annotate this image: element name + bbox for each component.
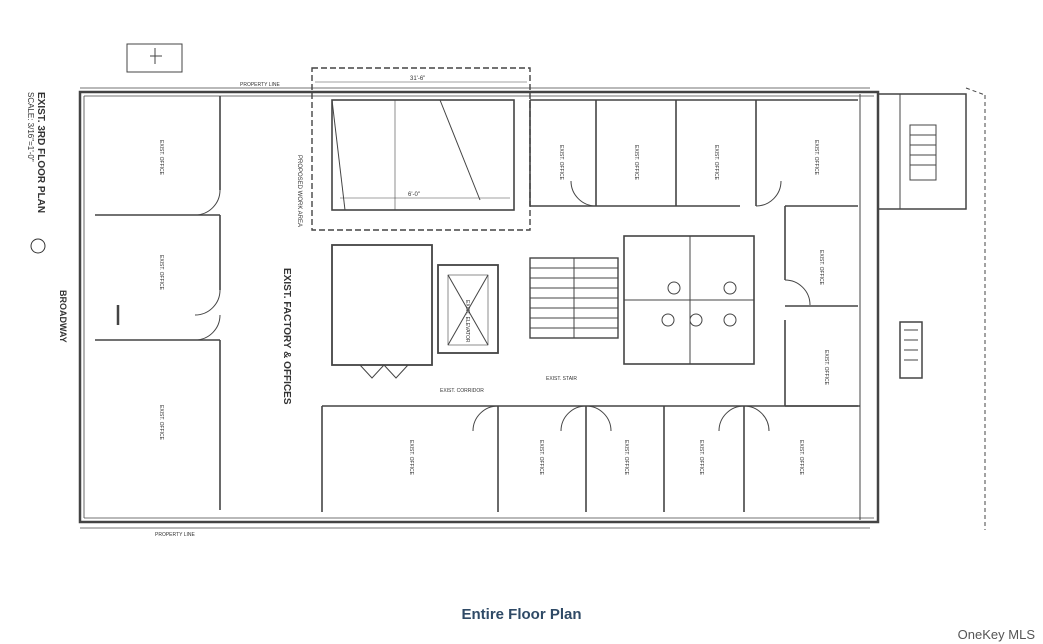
office-label: EXIST. OFFICE xyxy=(558,145,564,181)
office-label: EXIST. OFFICE xyxy=(633,145,639,181)
office-label: EXIST. OFFICE xyxy=(158,140,164,176)
property-line-bottom-label: PROPERTY LINE xyxy=(155,532,195,538)
elevator xyxy=(437,264,499,354)
small-detail-box xyxy=(126,43,183,73)
dimension-top: 31'-6" xyxy=(410,76,425,82)
office-label: EXIST. OFFICE xyxy=(713,145,719,181)
main-area-label: EXIST. FACTORY & OFFICES xyxy=(281,268,292,405)
office-label: EXIST. OFFICE xyxy=(408,440,414,476)
dimension-mid: 6'-0" xyxy=(408,192,420,198)
office-label: EXIST. OFFICE xyxy=(813,140,819,176)
building-outline xyxy=(78,90,880,524)
image-caption: Entire Floor Plan xyxy=(461,606,582,623)
stair-label: EXIST. STAIR xyxy=(546,376,577,382)
office-label: EXIST. OFFICE xyxy=(818,250,824,286)
floor-plan-drawing: EXIST. 3RD FLOOR PLAN SCALE: 3/16"=1'-0"… xyxy=(26,43,986,538)
office-label: EXIST. OFFICE xyxy=(158,255,164,291)
office-label: EXIST. OFFICE xyxy=(823,350,829,386)
elevator-label: EXIST. ELEVATOR xyxy=(464,300,470,343)
rear-stair-annex xyxy=(877,93,967,210)
watermark: OneKey MLS xyxy=(957,627,1035,642)
office-label: EXIST. OFFICE xyxy=(698,440,704,476)
north-arrow-icon xyxy=(30,238,46,254)
plan-title: EXIST. 3RD FLOOR PLAN xyxy=(35,92,46,213)
center-room xyxy=(331,244,433,366)
office-label: EXIST. OFFICE xyxy=(538,440,544,476)
proposed-work-area-label: PROPOSED WORK AREA xyxy=(296,155,302,227)
office-label: EXIST. OFFICE xyxy=(798,440,804,476)
plan-scale: SCALE: 3/16"=1'-0" xyxy=(26,92,35,162)
office-label: EXIST. OFFICE xyxy=(623,440,629,476)
office-label: EXIST. OFFICE xyxy=(158,405,164,441)
corridor-label: EXIST. CORRIDOR xyxy=(440,388,484,394)
property-line-top-label: PROPERTY LINE xyxy=(240,82,280,88)
street-label: BROADWAY xyxy=(58,290,68,343)
